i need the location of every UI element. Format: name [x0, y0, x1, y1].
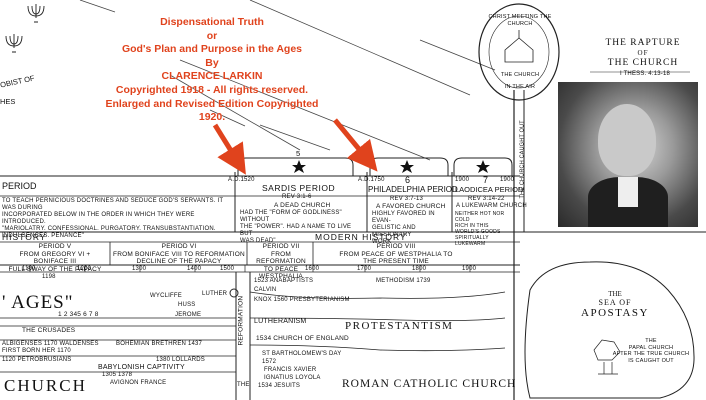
reformation-vertical: REFORMATION: [237, 295, 245, 346]
event-jesuits: 1534 JESUITS: [258, 383, 301, 389]
sardis-title: SARDIS PERIOD: [262, 183, 336, 193]
church-caught-out-vertical: THE CHURCH CAUGHT OUT: [519, 120, 526, 199]
year-1200: 1200: [77, 266, 92, 272]
history-period-5: PERIOD V FROM GREGORY VI + BONIFACE III …: [8, 243, 102, 273]
credit-subtitle: God's Plan and Purpose in the Ages: [121, 43, 303, 56]
credit-copyright: Copyrighted 1918 - All rights reserved.: [115, 83, 309, 96]
credit-or: or: [206, 29, 218, 42]
credit-block: Dispensational Truth or God's Plan and P…: [98, 16, 326, 125]
year-1400: 1400: [187, 266, 202, 272]
history-period-7: PERIOD VII FROM REFORMATION TO PEACE WES…: [256, 243, 306, 280]
event-crusade-nums: 1 2 345 6 7 8: [58, 311, 99, 318]
papal-church-text: THE PAPAL CHURCH AFTER THE TRUE CHURCH I…: [612, 338, 690, 364]
history-period-6: PERIOD VI FROM BONIFACE VIII TO REFORMAT…: [113, 243, 245, 265]
event-bohemian: BOHEMIAN BRETHREN 1437: [116, 341, 203, 347]
laodicea-name: A LUKEWARM CHURCH: [456, 203, 527, 209]
laodicea-date: 1900: [455, 177, 470, 183]
laodicea-ref: REV 3:14-22: [468, 196, 505, 202]
philadelphia-desc: HIGHLY FAVORED IN EVAN- GELISTIC AND MIS…: [372, 211, 435, 245]
event-lollards: 1380 LOLLARDS: [156, 357, 205, 363]
event-calvin: CALVIN: [254, 287, 277, 293]
credit-by: By: [205, 56, 219, 69]
event-bartholomew-year: 1572: [262, 359, 277, 365]
rapture-circle-top: CHRIST MEETING THE CHURCH: [488, 14, 552, 27]
event-babylonish: BABYLONISH CAPTIVITY: [98, 364, 185, 371]
philadelphia-date: A.D.1750: [358, 177, 385, 183]
history-label: HISTORY: [2, 232, 47, 242]
year-1300: 1300: [132, 266, 147, 272]
rcc-label: ROMAN CATHOLIC CHURCH: [342, 378, 517, 390]
year-1700: 1700: [357, 266, 372, 272]
event-methodism: METHODISM 1739: [376, 278, 431, 284]
modern-history-label: MODERN HISTORY: [315, 232, 407, 242]
red-arrow-philadelphia: [333, 118, 378, 172]
laodicea-title: LAODICEA PERIOD: [455, 185, 524, 194]
sardis-num: 5: [296, 149, 301, 158]
event-luther: LUTHER: [202, 291, 228, 297]
left-period-desc: TO TEACH PERNICIOUS DOCTRINES AND SEDUCE…: [2, 198, 224, 239]
the-vertical: THE: [237, 382, 250, 388]
event-lutheranism: LUTHERANISM: [254, 318, 307, 325]
year-1900: 1900: [462, 266, 477, 272]
event-bartholomew: ST BARTHOLOMEW'S DAY: [262, 351, 342, 357]
event-albigenses: ALBIGENSES 1170 WALDENSES: [2, 341, 99, 347]
year-1500: 1500: [220, 266, 235, 272]
caught-out-year: 1900: [500, 177, 515, 183]
credit-revised: Enlarged and Revised Edition Copyrighted…: [105, 97, 319, 124]
philadelphia-title: PHILADELPHIA PERIOD: [368, 185, 458, 194]
rapture-circle-mid: THE CHURCH: [500, 72, 540, 78]
event-jerome: JEROME: [175, 312, 202, 318]
event-loyola: IGNATIUS LOYOLA: [264, 375, 321, 381]
rapture-circle-bottom: IN THE AIR: [504, 84, 536, 90]
left-period-title: PERIOD: [2, 181, 37, 191]
event-wycliffe: WYCLIFFE: [150, 293, 182, 299]
event-crusades: THE CRUSADES: [22, 327, 76, 334]
philadelphia-num: 6: [405, 175, 411, 185]
left-edge-text-2: HES: [0, 97, 16, 106]
event-xavier: FRANCIS XAVIER: [264, 367, 317, 373]
year-1800: 1800: [412, 266, 427, 272]
philadelphia-ref: REV 3:7-13: [390, 196, 424, 202]
event-petrobrusians: 1120 PETROBRUSIANS: [2, 357, 72, 363]
event-church-of-england: 1534 CHURCH OF ENGLAND: [256, 335, 349, 342]
sardis-date: A.D.1520: [228, 177, 255, 183]
sardis-name: A DEAD CHURCH: [274, 202, 331, 209]
rapture-ref: I THESS. 4:13-18: [619, 71, 671, 77]
credit-title: Dispensational Truth: [160, 16, 264, 28]
red-arrow-sardis: [212, 123, 246, 175]
year-1100: 1100: [22, 266, 36, 272]
event-avignon: AVIGNON FRANCE: [110, 380, 167, 386]
laodicea-num: 7: [483, 175, 489, 185]
event-first-born: FIRST BORN HER 1170: [2, 348, 71, 354]
event-anabaptists: 1523 ANABAPTISTS: [254, 278, 314, 284]
history-period-8: PERIOD VIII FROM PEACE OF WESTPHALIA TO …: [339, 243, 453, 265]
credit-author: CLARENCE LARKIN: [161, 70, 263, 83]
sardis-ref: REV 3:1-6: [282, 194, 312, 200]
event-1198: 1198: [42, 274, 56, 280]
sea-of-apostasy: THE SEA OF APOSTASY: [581, 290, 649, 319]
rapture-title: THE RAPTURE OF THE CHURCH: [605, 38, 681, 68]
event-huss: HUSS: [178, 302, 196, 308]
sardis-desc: HAD THE "FORM OF GODLINESS" WITHOUT THE …: [240, 210, 352, 244]
protestantism-label: PROTESTANTISM: [345, 320, 454, 332]
ages-label: ' AGES": [2, 292, 74, 313]
philadelphia-name: A FAVORED CHURCH: [376, 203, 446, 210]
portrait-photo: [558, 82, 698, 227]
laodicea-desc: NEITHER HOT NOR COLD RICH IN THIS WORLD'…: [455, 211, 505, 247]
church-label: CHURCH: [4, 376, 87, 395]
event-presbyterianism: KNOX 1560 PRESBYTERIANISM: [254, 297, 350, 303]
event-babylonish-years: 1305 1378: [102, 372, 133, 378]
year-1600: 1600: [305, 266, 320, 272]
